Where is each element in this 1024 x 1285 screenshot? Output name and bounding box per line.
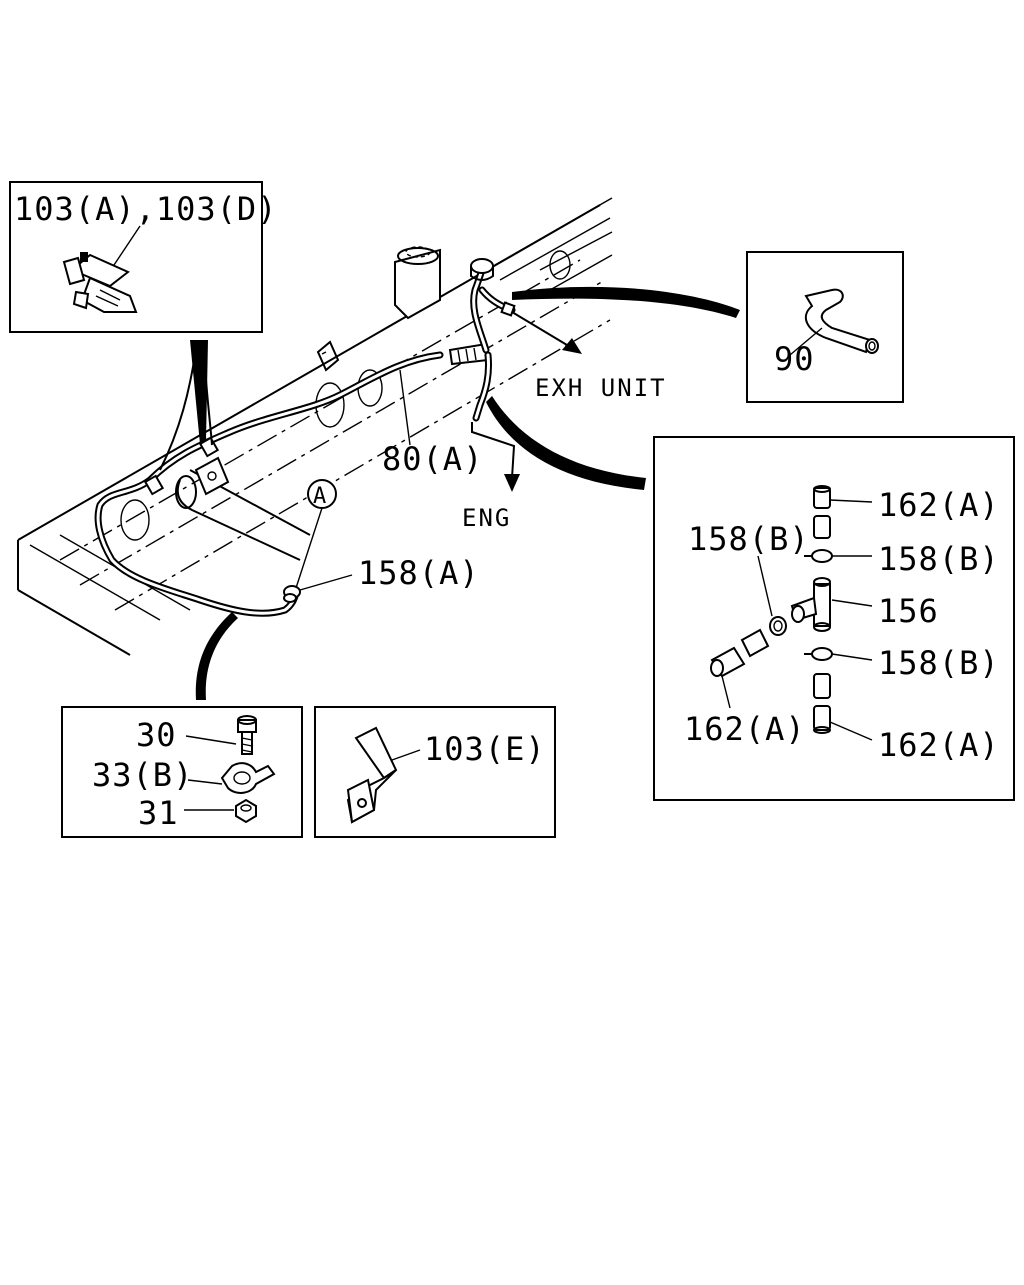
callout-31: 31 (138, 794, 179, 832)
callout-162a-top: 162(A) (878, 486, 1000, 524)
leader-swoosh-fasteners (195, 612, 238, 700)
callout-33b: 33(B) (92, 756, 193, 794)
callout-156: 156 (878, 592, 939, 630)
leader-158a (299, 574, 353, 591)
detail-box-bracket: 103(E) (314, 706, 556, 838)
callout-90: 90 (774, 340, 815, 378)
callout-103a-103d: 103(A),103(D) (14, 190, 277, 228)
eng-label: ENG (462, 504, 511, 532)
callout-158a: 158(A) (358, 554, 480, 592)
callout-158b-left: 158(B) (688, 520, 810, 558)
callout-162a-left: 162(A) (684, 710, 806, 748)
callout-80a: 80(A) (382, 440, 483, 478)
main-pipe-route (94, 351, 444, 617)
detail-box-elbow: 90 (746, 251, 904, 403)
ref-marker-a-text: A (313, 484, 326, 509)
callout-158b-bottom: 158(B) (878, 644, 1000, 682)
hose-assembly (448, 258, 516, 422)
exh-direction-arrow (511, 311, 582, 354)
leader-80a (399, 369, 411, 446)
callout-158b-top: 158(B) (878, 540, 1000, 578)
callout-103e: 103(E) (424, 730, 546, 768)
callout-30: 30 (136, 716, 177, 754)
ref-marker-a: A (295, 479, 337, 589)
detail-box-tee-joint: 162(A) 158(B) 156 158(B) 162(A) 158(B) (653, 436, 1015, 801)
leader-swoosh-elbow (512, 286, 740, 318)
reservoir-tank (394, 246, 441, 320)
leader-swoosh-clip (159, 340, 213, 471)
leader-swoosh-tee (486, 396, 646, 490)
detail-box-clip: 103(A),103(D) (9, 181, 277, 333)
callout-162a-bottom: 162(A) (878, 726, 1000, 764)
exh-unit-label: EXH UNIT (535, 374, 667, 402)
detail-box-fasteners: 30 33(B) 31 (61, 706, 303, 838)
eng-direction-arrow (471, 422, 520, 492)
